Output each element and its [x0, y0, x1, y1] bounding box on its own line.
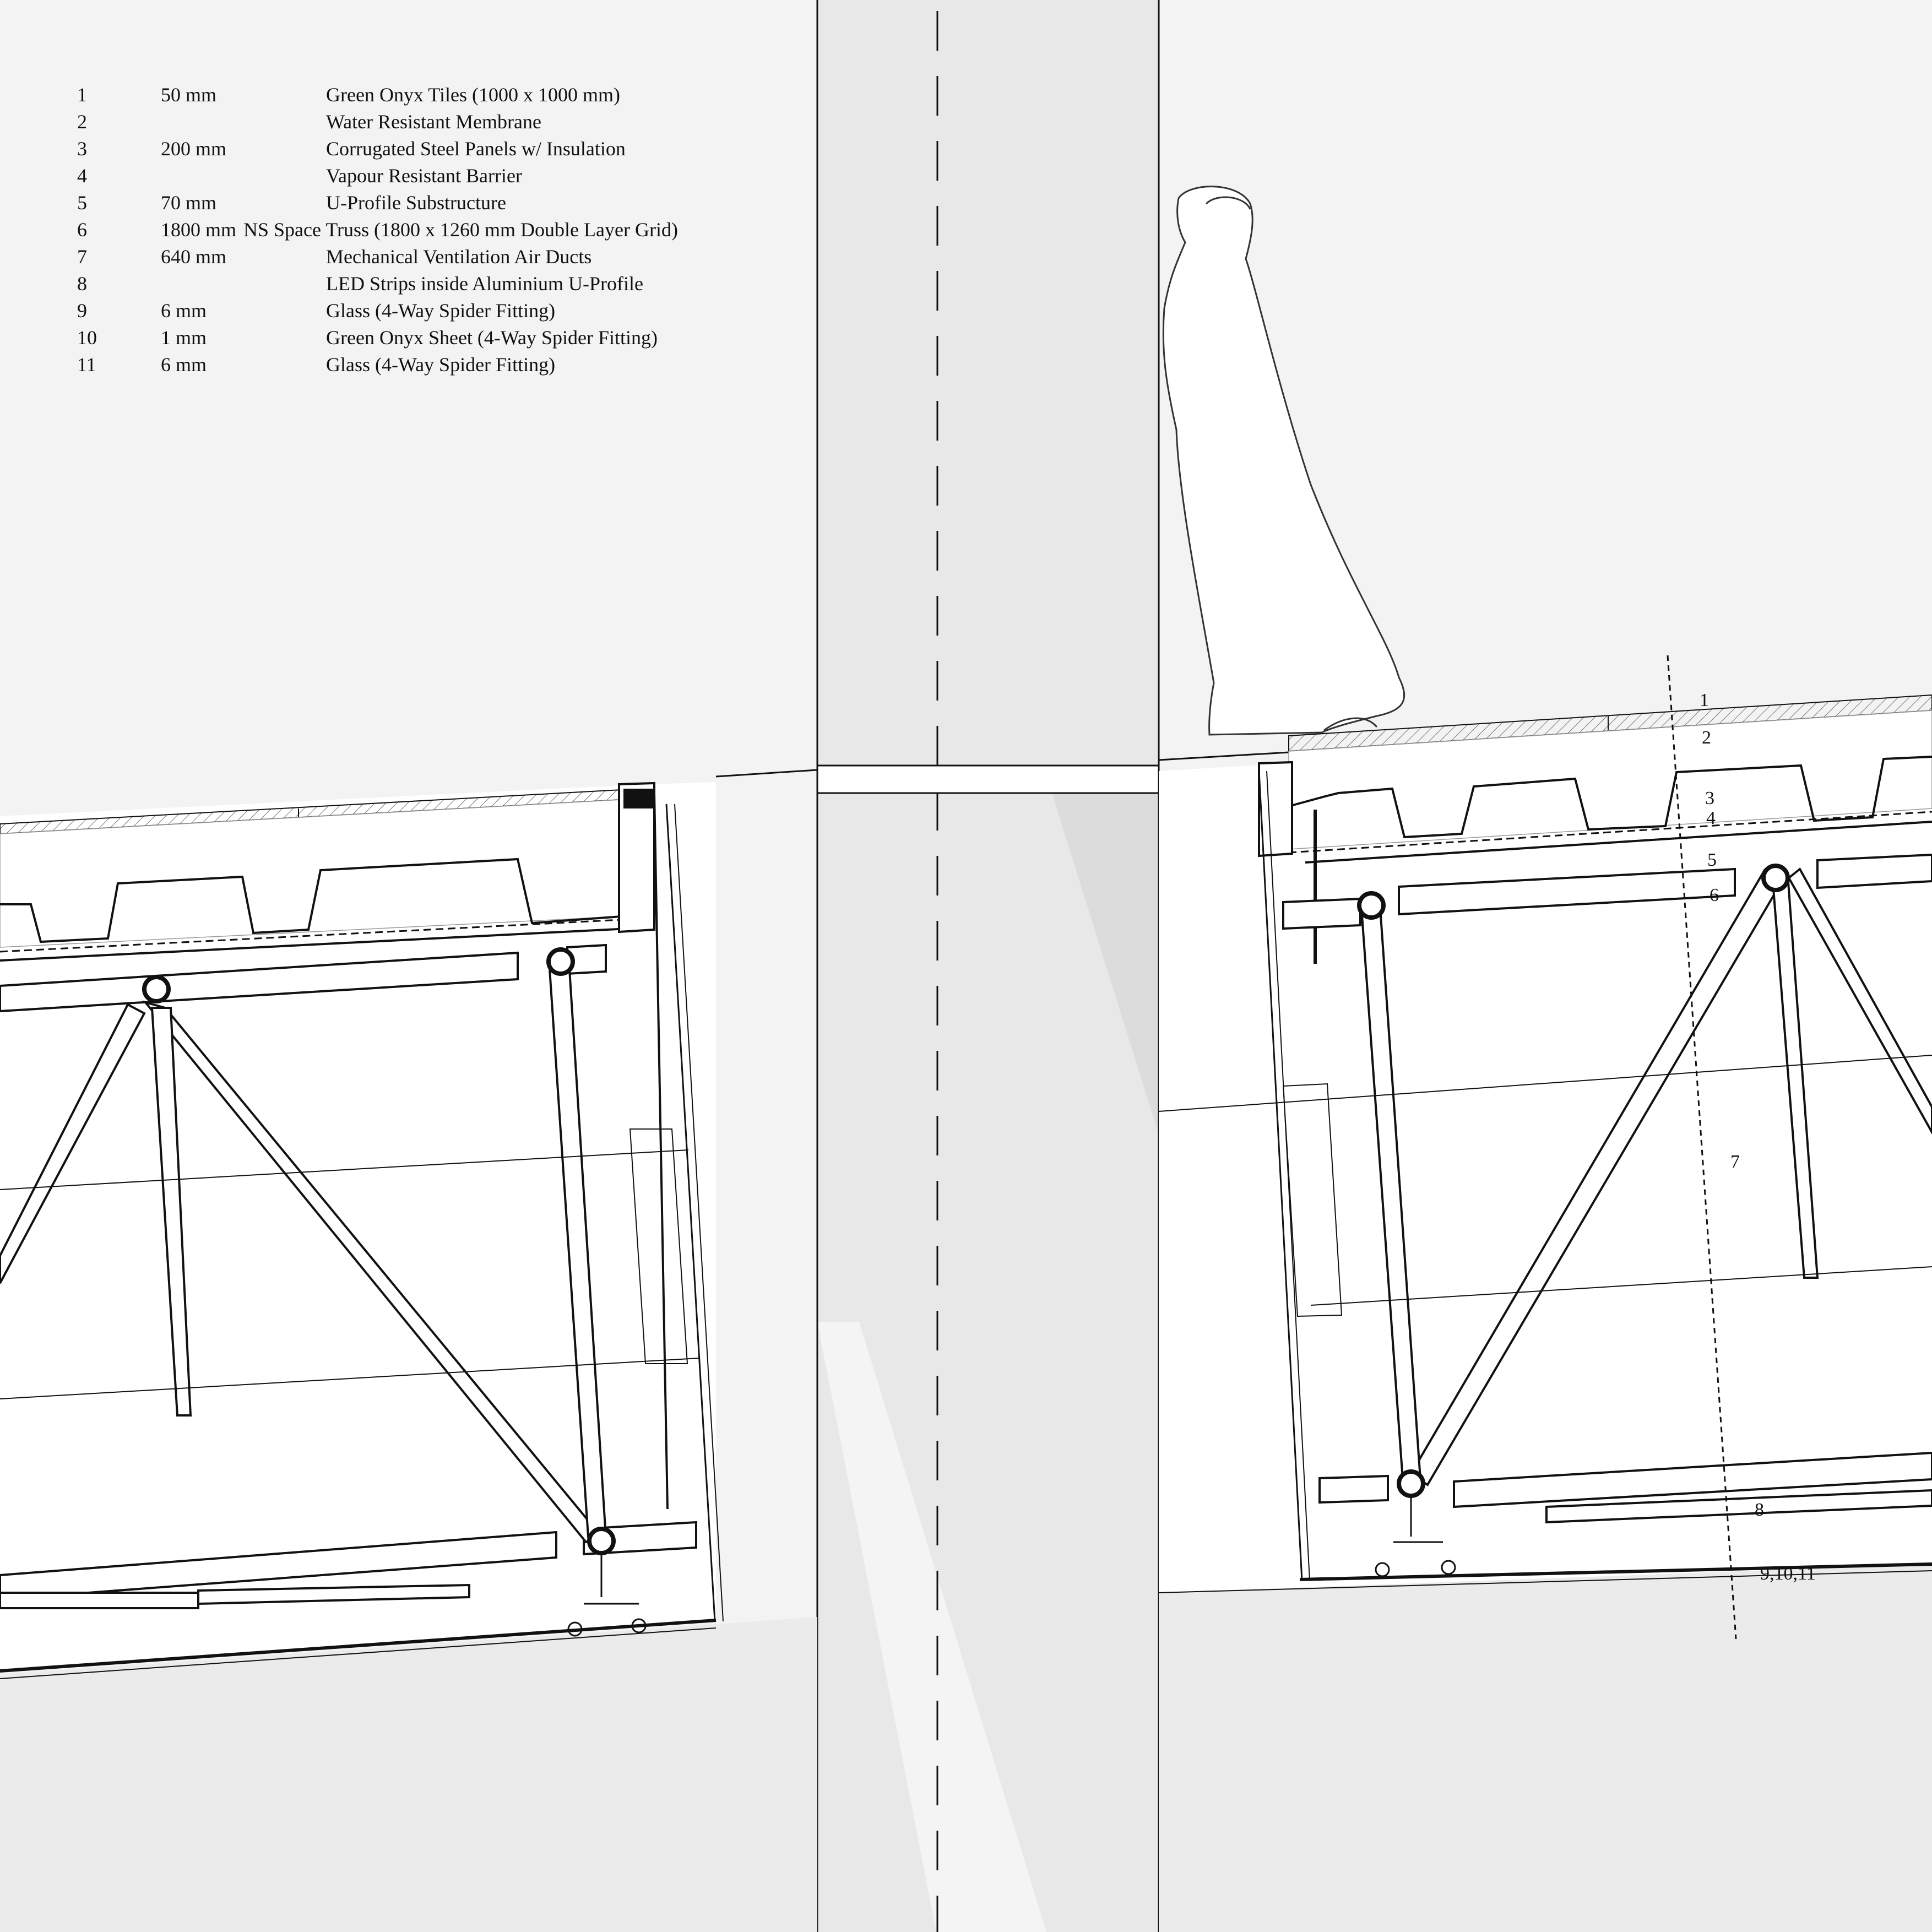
right-duct-line-2: [1310, 1266, 1932, 1306]
left-node-3: [587, 1527, 616, 1555]
legend-row: 8 LED Strips inside Aluminium U-Profile: [77, 270, 738, 297]
legend-thickness: 200 mm: [161, 138, 227, 160]
legend-description: U-Profile Substructure: [326, 192, 506, 214]
legend-number: 2: [77, 111, 87, 133]
left-truss: [0, 943, 697, 1609]
left-node-2: [546, 947, 575, 976]
legend-thickness: 640 mm: [161, 246, 227, 268]
left-substructure: [0, 926, 650, 962]
right-ceiling-glass: [1299, 1562, 1932, 1581]
legend-thickness: 1 mm: [161, 327, 207, 349]
right-node-3: [1397, 1469, 1425, 1498]
legend-number: 6: [77, 219, 87, 241]
legend-number: 1: [77, 84, 87, 106]
left-fascia-2: [665, 804, 716, 1622]
left-duct-line-2: [0, 1358, 700, 1399]
right-edge-profile: [1258, 761, 1293, 858]
legend-thickness: 1800 mm: [161, 219, 237, 241]
legend-thickness: 70 mm: [161, 192, 217, 214]
legend-row: 9 6 mm Glass (4-Way Spider Fitting): [77, 297, 738, 324]
legend-number: 8: [77, 273, 87, 295]
legend-row: 6 1800 mm NS Space Truss (1800 x 1260 mm D…: [77, 216, 738, 243]
callout-7: 7: [1730, 1152, 1740, 1172]
legend-number: 7: [77, 246, 87, 268]
gap-shadow-2: [817, 1322, 1046, 1932]
right-vapour-barrier: [1288, 811, 1932, 854]
legend-number: 5: [77, 192, 87, 214]
left-fascia-3: [674, 804, 724, 1622]
legend-description: Glass (4-Way Spider Fitting): [326, 354, 556, 376]
callout-8: 8: [1755, 1500, 1764, 1520]
left-edge-profile: [618, 782, 655, 934]
legend-thickness: 50 mm: [161, 84, 217, 106]
left-vapour-barrier: [0, 919, 622, 953]
legend-description: Vapour Resistant Barrier: [326, 165, 522, 187]
gap-shadow-1: [1052, 793, 1159, 1135]
legend-description: Corrugated Steel Panels w/ Insulation: [326, 138, 626, 160]
bridge-joint-right: [1158, 751, 1289, 761]
legend-row: 10 1 mm Green Onyx Sheet (4-Way Spider Fit…: [77, 324, 738, 351]
legend-thickness: 6 mm: [161, 354, 207, 376]
callout-9-10-11: 9,10,11: [1760, 1564, 1816, 1584]
legend-number: 11: [77, 354, 96, 376]
lower-zone-right: [1159, 1564, 1932, 1932]
legend-description: NS Space Truss (1800 x 1260 mm Double La…: [243, 219, 678, 241]
right-node-1: [1357, 891, 1386, 920]
right-substructure: [1305, 821, 1932, 864]
legend-row: 4 Vapour Resistant Barrier: [77, 162, 738, 189]
left-corrugated-panel: [0, 858, 622, 943]
callout-5: 5: [1707, 850, 1717, 870]
legend-description: Water Resistant Membrane: [326, 111, 541, 133]
legend-row: 5 70 mm U-Profile Substructure: [77, 189, 738, 216]
left-ceiling-glass-2: [0, 1627, 717, 1679]
legend-row: 1 50 mm Green Onyx Tiles (1000 x 1000 mm): [77, 82, 738, 108]
bridge-joint-left: [715, 769, 818, 778]
right-fascia-1: [1258, 770, 1303, 1581]
legend-number: 10: [77, 327, 97, 349]
right-truss: [1282, 853, 1932, 1524]
legend-description: Mechanical Ventilation Air Ducts: [326, 246, 592, 268]
left-cap: [623, 789, 653, 808]
right-spider-fitting: [1375, 1496, 1456, 1577]
right-corrugated-panel: [1288, 756, 1932, 839]
callout-4: 4: [1706, 808, 1716, 828]
callout-2: 2: [1702, 728, 1711, 748]
person-silhouette: [1162, 186, 1405, 736]
legend-row: 3 200 mm Corrugated Steel Panels w/ Insula…: [77, 135, 738, 162]
legend-row: 7 640 mm Mechanical Ventilation Air Ducts: [77, 243, 738, 270]
callout-1: 1: [1700, 690, 1709, 710]
lower-zone-left: [0, 1617, 817, 1932]
legend-number: 4: [77, 165, 87, 187]
legend-description: Green Onyx Tiles (1000 x 1000 mm): [326, 84, 620, 106]
legend-thickness: 6 mm: [161, 300, 207, 322]
legend-number: 9: [77, 300, 87, 322]
legend-row: 2 Water Resistant Membrane: [77, 108, 738, 135]
right-fascia-2: [1266, 770, 1310, 1581]
left-ceiling-glass: [0, 1619, 717, 1673]
left-duct-panel: [629, 1128, 688, 1364]
legend-row: 11 6 mm Glass (4-Way Spider Fitting): [77, 351, 738, 378]
callout-3: 3: [1705, 788, 1714, 808]
legend-description: Glass (4-Way Spider Fitting): [326, 300, 556, 322]
bridge-plate: [816, 764, 1160, 794]
right-tiles: [1288, 694, 1932, 752]
right-ceiling-glass-2: [1158, 1570, 1932, 1593]
legend-number: 3: [77, 138, 87, 160]
callout-6: 6: [1710, 885, 1719, 905]
left-node-1: [142, 975, 171, 1003]
left-duct-line-1: [0, 1149, 689, 1190]
legend-description: Green Onyx Sheet (4-Way Spider Fitting): [326, 327, 658, 349]
right-node-2: [1761, 864, 1790, 892]
right-duct-line-1: [1158, 1055, 1932, 1112]
left-slab: [0, 782, 716, 1669]
legend-description: LED Strips inside Aluminium U-Profile: [326, 273, 643, 295]
right-duct-panel: [1282, 1083, 1343, 1317]
